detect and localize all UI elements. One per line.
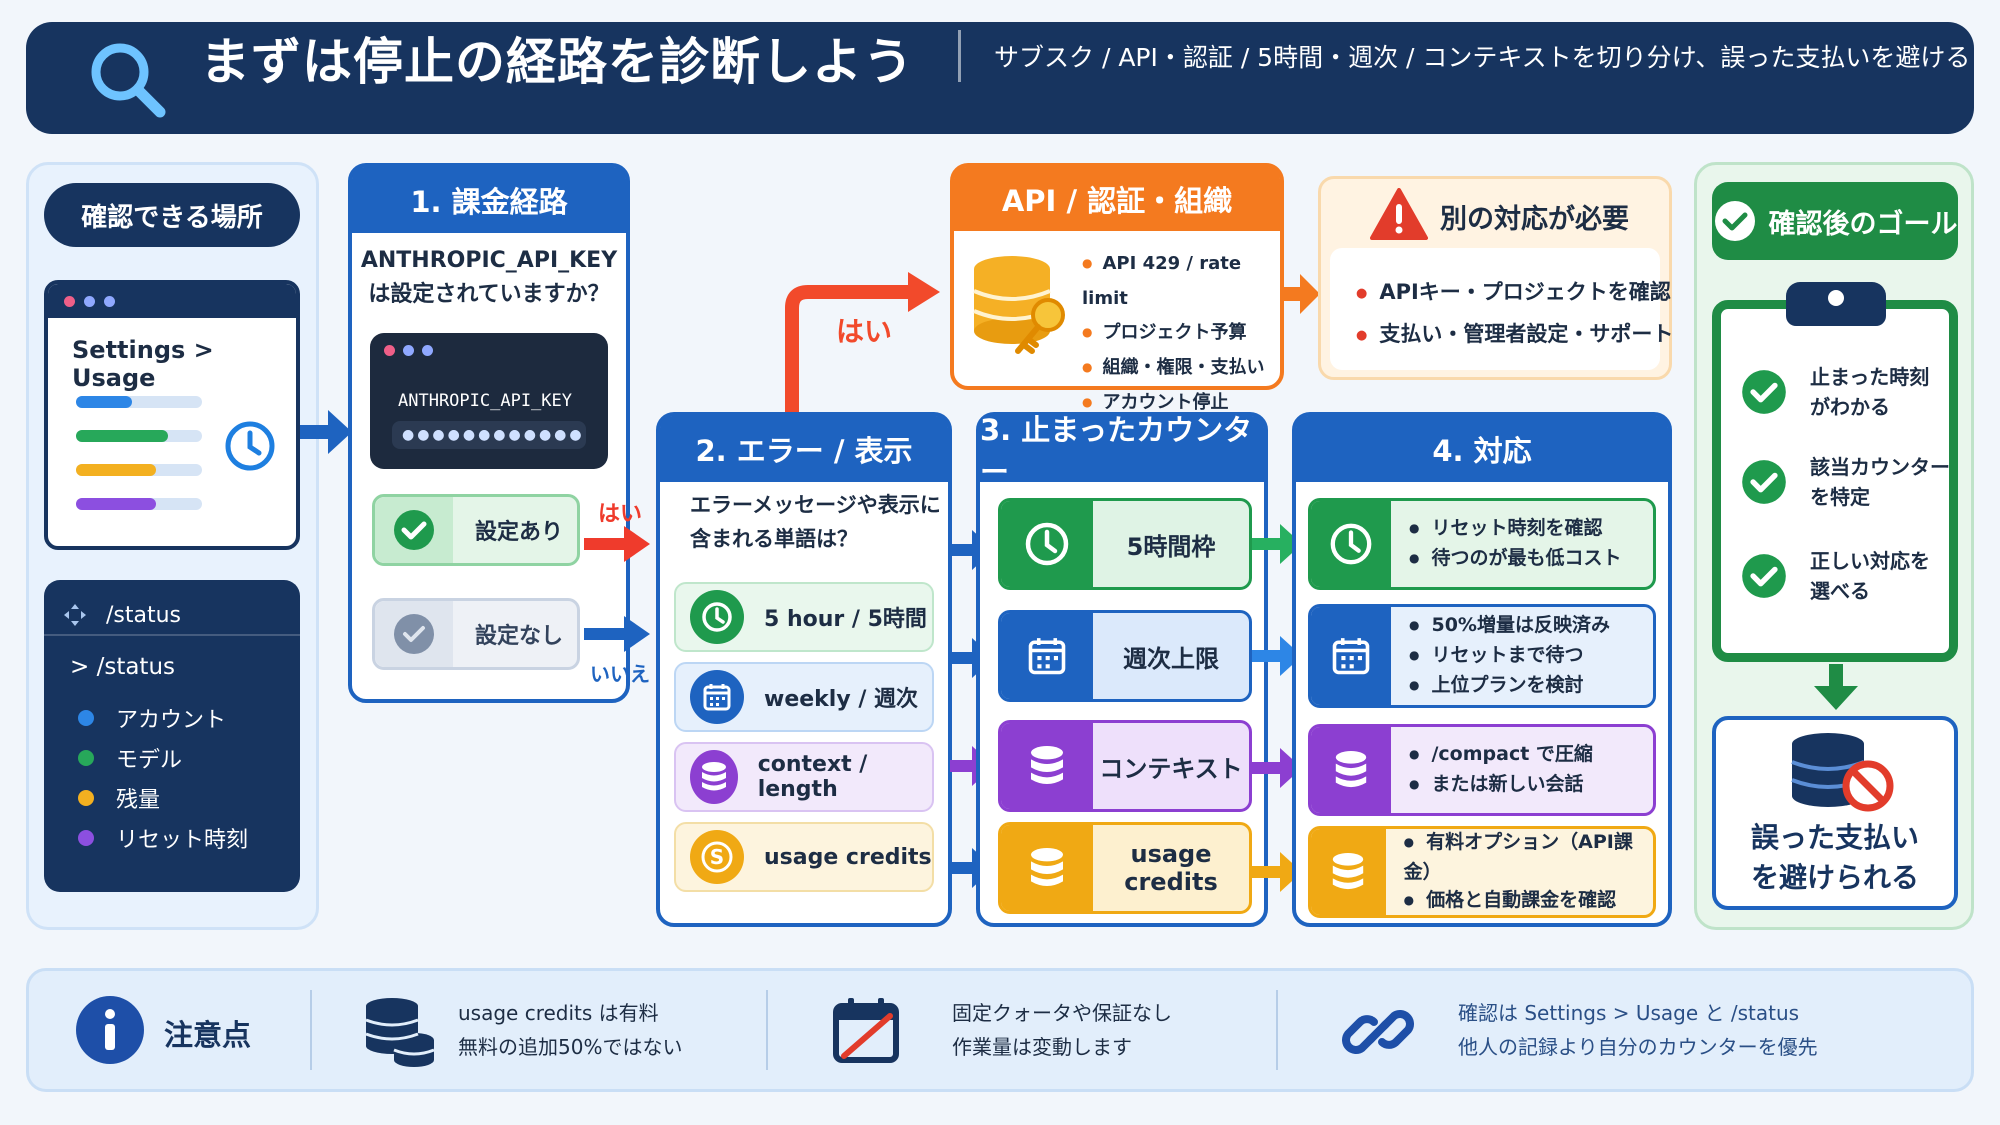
notes-footer bbox=[26, 968, 1974, 1092]
arrow-right-orange-icon bbox=[1284, 274, 1320, 314]
check-circle-icon bbox=[1742, 370, 1786, 414]
command-icon bbox=[62, 602, 88, 628]
arrow-right-blue-icon bbox=[1252, 636, 1302, 676]
keyword-weekly: weekly / 週次 bbox=[674, 662, 934, 732]
other-action-body bbox=[1330, 248, 1660, 370]
yes-label-api: はい bbox=[836, 315, 893, 348]
header-divider bbox=[958, 30, 961, 82]
arrow-right-icon bbox=[300, 410, 352, 454]
database-icon bbox=[690, 750, 738, 804]
status-command: > /status bbox=[70, 654, 176, 680]
clock-icon bbox=[1001, 501, 1093, 587]
warning-icon bbox=[1370, 188, 1428, 240]
clock-icon bbox=[1311, 501, 1391, 587]
check-circle-icon bbox=[1742, 554, 1786, 598]
status-item-account: アカウント bbox=[116, 708, 227, 733]
api-items: API 429 / rate limit プロジェクト予算 組織・権限・支払い … bbox=[1082, 247, 1280, 421]
calendar-icon bbox=[690, 670, 744, 724]
check-circle-icon bbox=[375, 497, 453, 563]
no-label-step1: いいえ bbox=[590, 662, 650, 686]
magnifier-icon bbox=[86, 38, 170, 122]
clock-icon bbox=[224, 420, 276, 472]
database-icon bbox=[1311, 829, 1386, 915]
header-banner bbox=[26, 22, 1974, 134]
status-item-remaining: 残量 bbox=[116, 788, 161, 813]
step3-title: 3. 止まったカウンター bbox=[980, 413, 1264, 489]
database-key-icon bbox=[968, 249, 1072, 361]
counter-context: コンテキスト bbox=[998, 720, 1252, 812]
goal-item-time: 止まった時刻がわかる bbox=[1740, 362, 1929, 422]
arrow-right-blue-icon bbox=[584, 616, 650, 652]
goal-title: 確認後のゴール bbox=[1768, 208, 1958, 240]
arrow-down-green-icon bbox=[1814, 664, 1858, 710]
action-context: /compact で圧縮 または新しい会話 bbox=[1308, 724, 1656, 816]
arrow-right-purple-icon bbox=[1252, 748, 1302, 788]
other-item-api-key: APIキー・プロジェクトを確認 bbox=[1356, 276, 1670, 306]
locations-label: 確認できる場所 bbox=[44, 183, 300, 247]
link-icon bbox=[1340, 994, 1416, 1070]
arrow-right-red-icon bbox=[584, 526, 650, 562]
page-title: まずは停止の経路を診断しよう bbox=[200, 33, 914, 91]
step2-title: 2. エラー / 表示 bbox=[660, 416, 948, 482]
no-payment-icon bbox=[1786, 730, 1896, 814]
settings-usage-title: Settings > Usage bbox=[72, 336, 214, 392]
coin-icon: S bbox=[690, 830, 744, 884]
terminal-window: ANTHROPIC_API_KEY ●●●●●●●●●●●● bbox=[370, 333, 608, 469]
terminal-env-name: ANTHROPIC_API_KEY bbox=[398, 391, 572, 411]
coins-icon bbox=[362, 996, 436, 1068]
terminal-masked-key: ●●●●●●●●●●●● bbox=[392, 421, 586, 449]
window-titlebar bbox=[48, 284, 296, 318]
note-usage-credits: usage credits は有料無料の追加50%ではない bbox=[458, 1001, 683, 1059]
arrow-right-green-icon bbox=[1252, 524, 1302, 564]
option-unset: 設定なし bbox=[372, 598, 580, 670]
action-weekly: 50%増量は反映済み リセットまで待つ 上位プランを検討 bbox=[1308, 604, 1656, 708]
yes-label-step1: はい bbox=[598, 502, 643, 527]
check-circle-icon bbox=[1713, 199, 1757, 243]
check-circle-gray-icon bbox=[375, 601, 453, 667]
status-header: /status bbox=[106, 602, 182, 628]
goal-title-box: 確認後のゴール bbox=[1712, 182, 1958, 260]
clipboard-clip-icon bbox=[1786, 282, 1886, 326]
keyword-usage-credits: S usage credits bbox=[674, 822, 934, 892]
calendar-icon bbox=[1001, 613, 1093, 699]
settings-usage-window: Settings > Usage bbox=[44, 280, 300, 550]
info-icon bbox=[74, 994, 146, 1066]
calendar-crossed-icon bbox=[830, 994, 902, 1066]
database-icon bbox=[1001, 723, 1093, 809]
step2-question: エラーメッセージや表示に 含まれる単語は？ bbox=[690, 493, 941, 551]
svg-text:S: S bbox=[710, 845, 724, 869]
step1-question: ANTHROPIC_API_KEY は設定されていますか？ bbox=[360, 248, 618, 307]
notes-label: 注意点 bbox=[164, 1018, 252, 1052]
option-set: 設定あり bbox=[372, 494, 580, 566]
database-icon bbox=[1001, 825, 1093, 911]
clock-icon bbox=[690, 590, 744, 644]
keyword-5hour: 5 hour / 5時間 bbox=[674, 582, 934, 652]
status-item-reset-time: リセット時刻 bbox=[116, 828, 249, 853]
arrow-up-right-red-icon bbox=[780, 268, 950, 416]
page-subtitle: サブスク / API・認証 / 5時間・週次 / コンテキストを切り分け、誤った… bbox=[994, 43, 1971, 72]
action-5hour: リセット時刻を確認 待つのが最も低コスト bbox=[1308, 498, 1656, 590]
arrow-right-amber-icon bbox=[1252, 852, 1302, 892]
keyword-context: context / length bbox=[674, 742, 934, 812]
other-action-title: 別の対応が必要 bbox=[1440, 204, 1629, 235]
other-item-payment: 支払い・管理者設定・サポート bbox=[1356, 318, 1673, 348]
calendar-icon bbox=[1311, 607, 1391, 705]
action-usage-credits: 有料オプション（API課金） 価格と自動課金を確認 bbox=[1308, 826, 1656, 918]
api-panel: API / 認証・組織 API 429 / rate limit プロジェクト予… bbox=[950, 163, 1284, 413]
goal-item-action: 正しい対応を選べる bbox=[1740, 546, 1930, 606]
counter-5hour: 5時間枠 bbox=[998, 498, 1252, 590]
counter-usage-credits: usage credits bbox=[998, 822, 1252, 914]
counter-weekly: 週次上限 bbox=[998, 610, 1252, 702]
step1-title: 1. 課金経路 bbox=[352, 167, 626, 233]
api-title: API / 認証・組織 bbox=[954, 167, 1280, 231]
note-no-quota: 固定クォータや保証なし作業量は変動します bbox=[952, 1001, 1172, 1059]
avoid-payment-text: 誤った支払い を避けられる bbox=[1750, 821, 1919, 894]
step4-title: 4. 対応 bbox=[1296, 416, 1668, 482]
goal-item-counter: 該当カウンターを特定 bbox=[1740, 452, 1950, 512]
status-item-model: モデル bbox=[116, 748, 183, 773]
status-panel: /status > /status アカウント モデル 残量 リセット時刻 bbox=[44, 580, 300, 892]
database-icon bbox=[1311, 727, 1391, 813]
check-circle-icon bbox=[1742, 460, 1786, 504]
